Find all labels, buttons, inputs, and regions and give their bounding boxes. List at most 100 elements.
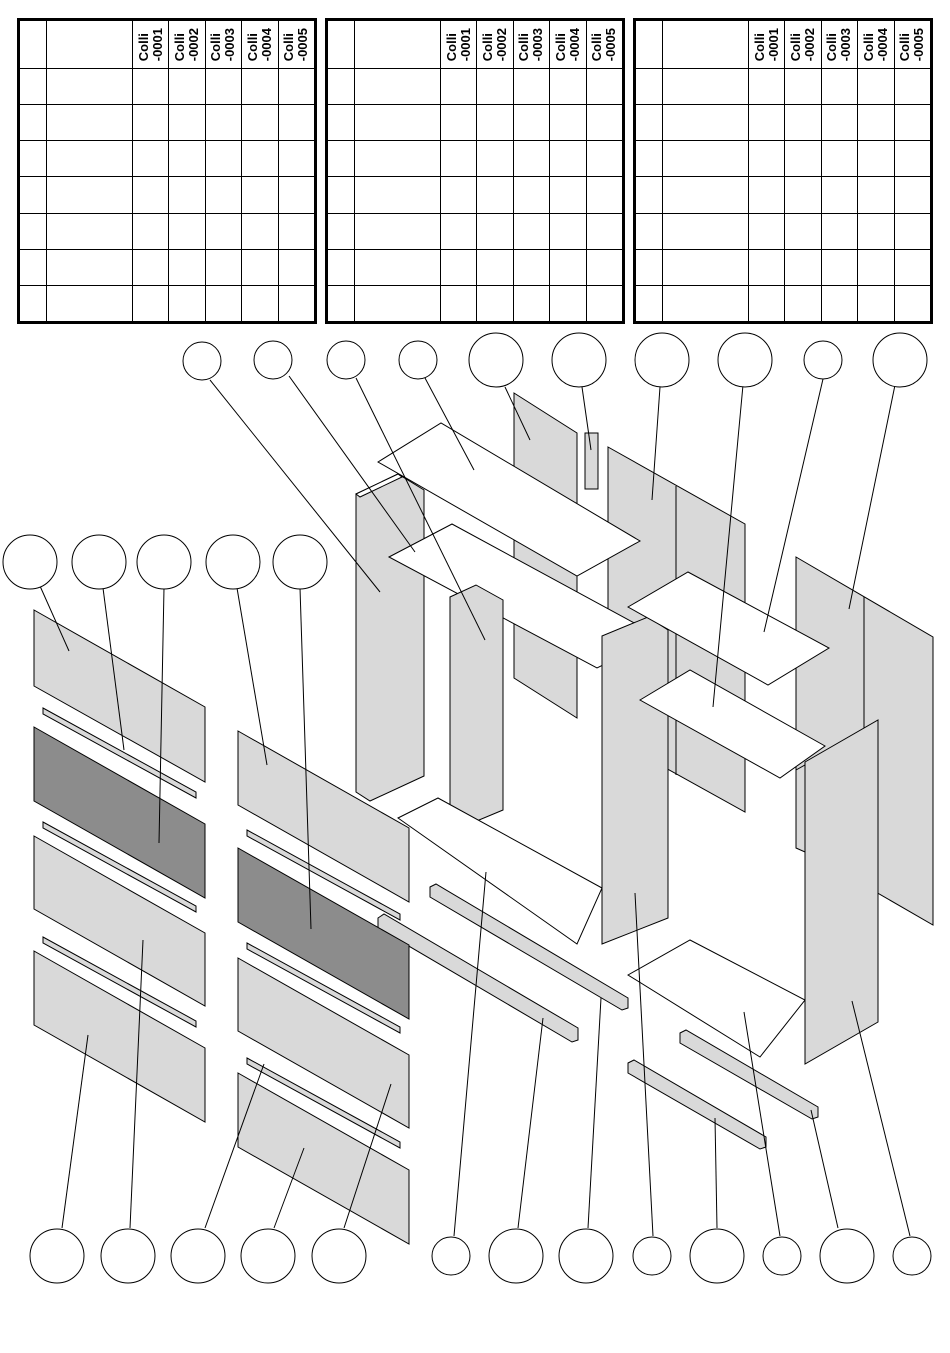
header-row: Colli -0001 Colli -0002 Colli -0003 Coll… (19, 20, 316, 69)
table-cell (204, 140, 243, 178)
leader-line (204, 1063, 265, 1229)
leader-line (39, 585, 70, 652)
leader-line (651, 386, 661, 501)
table-cell (512, 104, 551, 142)
callout-circle (803, 340, 843, 380)
header-blank (46, 20, 133, 69)
callout-circle (205, 534, 261, 590)
table-cell (19, 104, 47, 142)
table-cell (277, 67, 316, 106)
callout-circle (819, 1228, 875, 1284)
leader-line (355, 377, 486, 641)
table-cell (19, 140, 47, 178)
table-cell (585, 284, 624, 323)
side-panel-left (355, 473, 425, 802)
table-cell (204, 104, 243, 142)
leader-line (288, 375, 416, 553)
table-cell (439, 212, 478, 250)
table-cell (820, 212, 859, 250)
table-cell (585, 212, 624, 250)
drawer-rail-left-1 (42, 707, 197, 799)
table-row (635, 284, 932, 323)
table-cell (354, 140, 441, 178)
drawer-front-left-2 (33, 726, 206, 899)
callout-circle (488, 1228, 544, 1284)
table-cell (277, 284, 316, 323)
table-row (19, 212, 316, 250)
drawer-rail-middle-1 (246, 829, 401, 921)
table-cell (820, 140, 859, 178)
table-row (327, 284, 624, 323)
leader-line (504, 386, 531, 441)
header-colli-2: Colli -0002 (784, 20, 822, 69)
table-cell (893, 176, 932, 214)
table-cell (893, 212, 932, 250)
table-cell (439, 104, 478, 142)
table-cell (439, 67, 478, 106)
drawer-rail-middle-3 (246, 1057, 401, 1149)
table-cell (635, 248, 663, 286)
drawer-rail-left-2 (42, 821, 197, 913)
table-cell (784, 104, 822, 142)
table-cell (747, 284, 786, 323)
table-cell (46, 176, 133, 214)
table-cell (893, 248, 932, 286)
table-cell (354, 212, 441, 250)
table-row (19, 67, 316, 106)
header-blank (662, 20, 749, 69)
small-connector-strip (584, 432, 599, 490)
callout-circle (689, 1228, 745, 1284)
table-row (19, 104, 316, 142)
callout-circle (468, 332, 524, 388)
drawer-front-middle-2 (237, 847, 410, 1020)
callout-circle (182, 341, 222, 381)
panels (33, 392, 934, 1245)
parts-table-1: Colli -0001 Colli -0002 Colli -0003 Coll… (17, 18, 317, 324)
header-colli-1: Colli -0001 (131, 20, 170, 69)
leader-line (343, 1083, 392, 1229)
table-cell (439, 284, 478, 323)
table-row (327, 248, 624, 286)
callout-circle (170, 1228, 226, 1284)
drawer-front-left-1 (33, 609, 206, 783)
parts-table-3: Colli -0001 Colli -0002 Colli -0003 Coll… (633, 18, 933, 324)
callout-circle (253, 340, 293, 380)
plinth-rail-3 (679, 1029, 819, 1120)
center-divider-panel (449, 584, 504, 829)
callout-circle (762, 1236, 802, 1276)
header-colli-2: Colli -0002 (476, 20, 514, 69)
callout-circle (272, 534, 328, 590)
header-colli-5: Colli -0005 (893, 20, 932, 69)
table-cell (277, 248, 316, 286)
table-cell (662, 284, 749, 323)
table-cell (327, 176, 355, 214)
table-cell (241, 140, 279, 178)
callout-circle (136, 534, 192, 590)
table-cell (131, 284, 170, 323)
header-colli-1: Colli -0001 (747, 20, 786, 69)
top-shelf-right (626, 571, 831, 686)
table-cell (476, 284, 514, 323)
drawer-front-middle-4 (237, 1072, 410, 1245)
side-panel-right (804, 719, 879, 1065)
table-cell (46, 284, 133, 323)
table-cell (168, 104, 206, 142)
header-colli-4: Colli -0004 (857, 20, 895, 69)
table-row (635, 176, 932, 214)
callout-circle (71, 534, 127, 590)
callout-circle (892, 1236, 932, 1276)
leader-line (581, 386, 592, 451)
header-colli-3: Colli -0003 (512, 20, 551, 69)
table-cell (820, 284, 859, 323)
table-cell (476, 212, 514, 250)
callout-circle (632, 1236, 672, 1276)
parts-grid: Colli -0001 Colli -0002 Colli -0003 Coll… (19, 20, 316, 323)
table-cell (635, 104, 663, 142)
table-cell (585, 176, 624, 214)
callout-circle (551, 332, 607, 388)
table-cell (327, 248, 355, 286)
leader-line (851, 1000, 911, 1237)
table-row (327, 176, 624, 214)
table-cell (747, 248, 786, 286)
